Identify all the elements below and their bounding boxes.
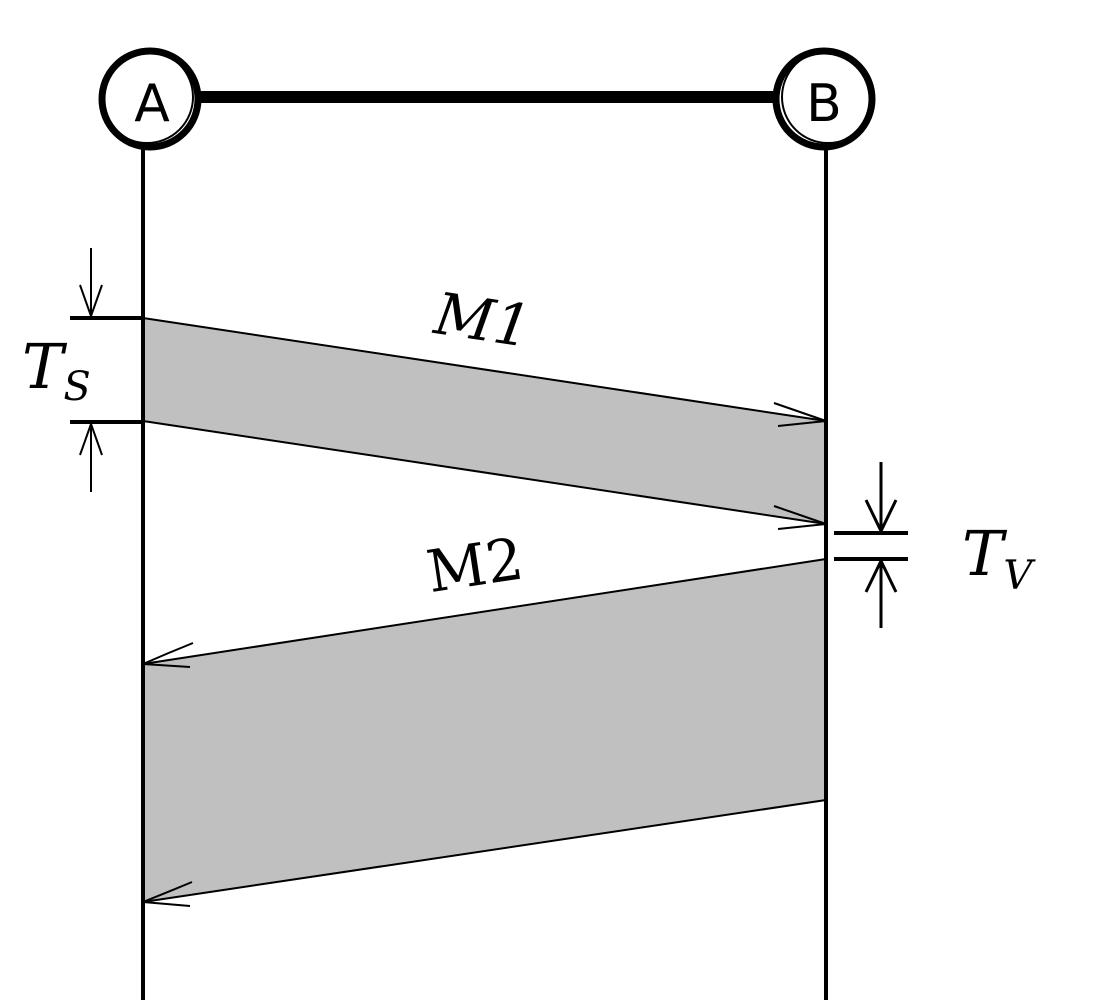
m1-label: M1 — [429, 279, 535, 361]
m2-arrowhead-bottom — [142, 881, 193, 907]
ts-measure: TS — [22, 248, 143, 492]
m2-arrowhead-top — [142, 642, 194, 668]
m2-label: M2 — [422, 524, 527, 606]
m2-arrow-bottom — [142, 799, 827, 903]
tv-label: TV — [962, 517, 1036, 599]
m1-band — [143, 318, 826, 524]
tv-measure: TV — [834, 462, 1036, 628]
m2-band — [143, 559, 826, 902]
m2-arrow-top — [142, 558, 827, 665]
node-a: A — [98, 47, 202, 151]
node-b-label: B — [806, 74, 842, 134]
node-a-label: A — [134, 74, 170, 134]
m1-arrow-bottom — [142, 420, 827, 525]
ts-label: TS — [22, 330, 91, 410]
node-b: B — [772, 47, 876, 151]
m1-arrow-top — [142, 317, 827, 422]
m1-arrowhead-bottom — [773, 505, 827, 530]
m1-arrowhead-top — [773, 402, 827, 427]
